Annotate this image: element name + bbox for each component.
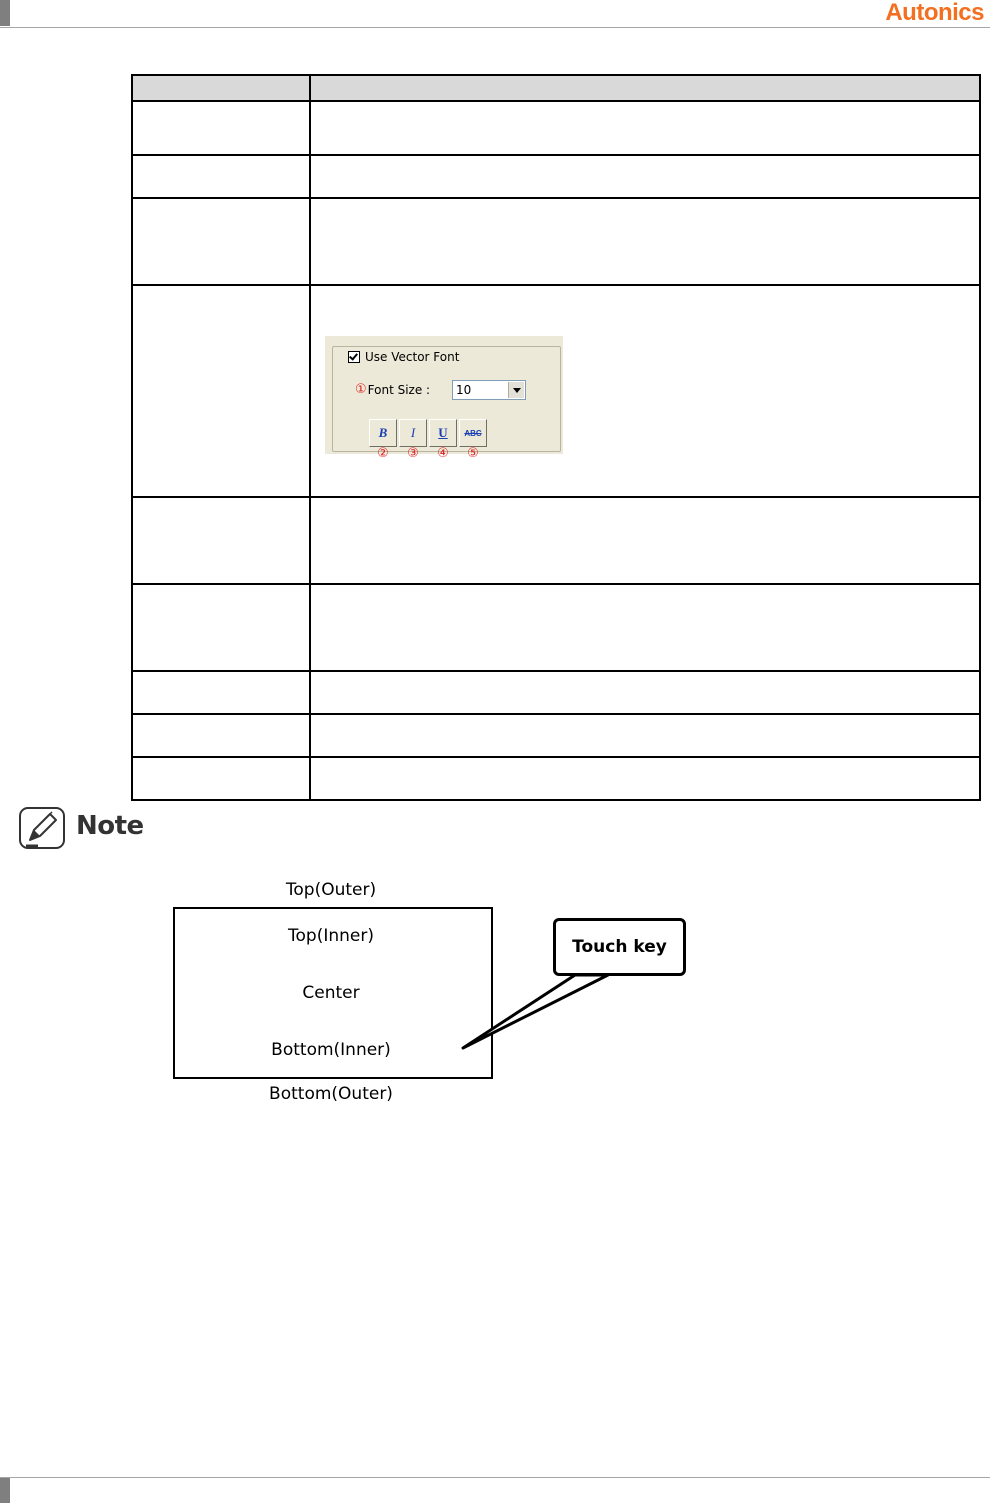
vector-font-panel: Use Vector Font ① Font Size : 10 B I bbox=[325, 336, 563, 461]
label-bottom-outer: Bottom(Outer) bbox=[269, 1084, 393, 1104]
table-cell-description bbox=[309, 197, 981, 286]
table-row bbox=[131, 496, 981, 585]
table-row: Use Vector Font ① Font Size : 10 B I bbox=[131, 284, 981, 498]
table-cell-description bbox=[309, 496, 981, 585]
marker-3: ③ bbox=[407, 446, 419, 461]
bold-button[interactable]: B bbox=[369, 419, 397, 447]
vector-font-legend[interactable]: Use Vector Font bbox=[346, 350, 463, 364]
note-pencil-icon bbox=[19, 807, 65, 849]
header-rule bbox=[0, 27, 990, 28]
marker-2: ② bbox=[377, 446, 389, 461]
table-cell-description bbox=[309, 713, 981, 758]
label-top-inner: Top(Inner) bbox=[288, 926, 374, 946]
header-cell-item bbox=[131, 74, 311, 102]
table-cell-item bbox=[131, 670, 311, 715]
table-cell-description bbox=[309, 583, 981, 672]
table-cell-item bbox=[131, 284, 311, 498]
table-cell-item bbox=[131, 100, 311, 156]
table-cell-description bbox=[309, 100, 981, 156]
table-cell-item bbox=[131, 496, 311, 585]
table-row bbox=[131, 670, 981, 715]
footer-rule bbox=[0, 1477, 990, 1478]
italic-button[interactable]: I bbox=[399, 419, 427, 447]
table-cell-description bbox=[309, 670, 981, 715]
italic-icon: I bbox=[410, 425, 416, 440]
table-cell-item bbox=[131, 713, 311, 758]
font-size-label: Font Size : bbox=[367, 382, 431, 397]
footer-marker bbox=[0, 1478, 10, 1503]
table-cell-description bbox=[309, 756, 981, 801]
use-vector-font-label: Use Vector Font bbox=[365, 350, 460, 364]
font-size-row: ① Font Size : bbox=[355, 382, 430, 397]
table-cell-description bbox=[309, 154, 981, 199]
header-marker bbox=[0, 0, 10, 26]
table-cell-item bbox=[131, 197, 311, 286]
touch-key-callout: Touch key bbox=[553, 918, 686, 976]
bold-icon: B bbox=[378, 425, 388, 440]
label-top-outer: Top(Outer) bbox=[285, 880, 377, 900]
marker-4: ④ bbox=[437, 446, 449, 461]
chevron-down-icon[interactable] bbox=[508, 382, 524, 398]
header-cell-description bbox=[309, 74, 981, 102]
table-cell-item bbox=[131, 154, 311, 199]
table-cell-item bbox=[131, 583, 311, 672]
table-cell-description: Use Vector Font ① Font Size : 10 B I bbox=[309, 284, 981, 498]
brand-logo: Autonics bbox=[885, 0, 984, 26]
table-row bbox=[131, 154, 981, 199]
use-vector-font-checkbox[interactable] bbox=[348, 351, 360, 363]
table-row bbox=[131, 197, 981, 286]
table-cell-item bbox=[131, 756, 311, 801]
marker-5: ⑤ bbox=[467, 446, 479, 461]
note-title: Note bbox=[76, 811, 144, 841]
table-row bbox=[131, 713, 981, 758]
strikethrough-icon: ABC bbox=[464, 428, 482, 438]
label-bottom-inner: Bottom(Inner) bbox=[271, 1040, 391, 1060]
vector-font-group: Use Vector Font ① Font Size : 10 B I bbox=[332, 346, 561, 461]
font-size-select[interactable]: 10 bbox=[452, 380, 526, 400]
table-row bbox=[131, 100, 981, 156]
font-size-value: 10 bbox=[456, 383, 472, 397]
table-header-row bbox=[131, 74, 981, 102]
underline-button[interactable]: U bbox=[429, 419, 457, 447]
underline-icon: U bbox=[438, 425, 448, 440]
marker-1: ① bbox=[355, 382, 367, 397]
strikethrough-button[interactable]: ABC bbox=[459, 419, 487, 447]
table-row bbox=[131, 583, 981, 672]
label-center: Center bbox=[302, 983, 360, 1003]
table-row bbox=[131, 756, 981, 801]
parameter-table: Use Vector Font ① Font Size : 10 B I bbox=[131, 74, 981, 801]
